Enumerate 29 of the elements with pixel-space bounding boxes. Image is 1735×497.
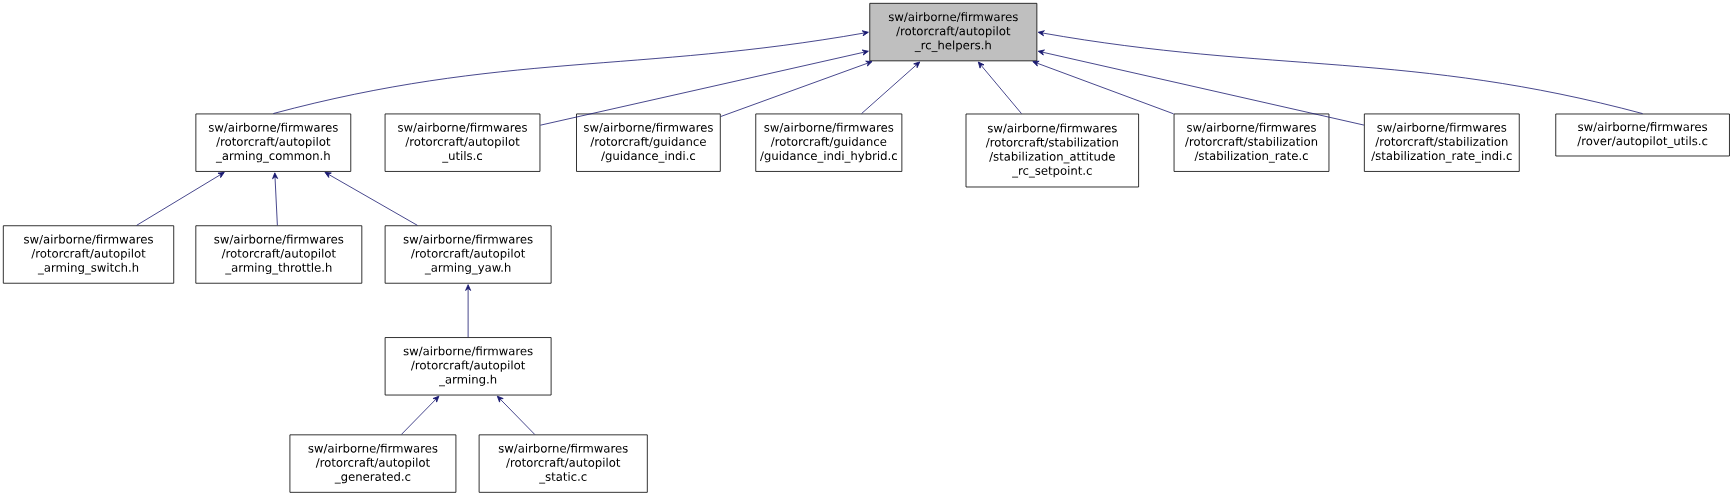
- arrow: [720, 60, 873, 117]
- file-box: sw/airborne/firmwares /rotorcraft/autopilot _generated.c: [289, 434, 457, 493]
- file-box: sw/airborne/firmwares /rotorcraft/guidance /guidance_indi.c: [576, 113, 721, 172]
- arrow: [1032, 60, 1175, 115]
- arrow: [324, 171, 418, 226]
- arrow: [136, 171, 225, 226]
- arrow: [977, 61, 1022, 114]
- file-box: sw/airborne/firmwares /rover/autopilot_utils.c: [1555, 113, 1730, 157]
- arrow: [861, 61, 921, 114]
- arrow: [539, 49, 869, 126]
- file-box: sw/airborne/firmwares /rotorcraft/autopilot _arming.h: [384, 337, 552, 396]
- file-box: sw/airborne/firmwares /rotorcraft/autopilot _arming_yaw.h: [384, 225, 552, 284]
- file-box: sw/airborne/firmwares /rotorcraft/autopilot _arming_common.h: [195, 113, 352, 172]
- arrow: [1037, 30, 1643, 114]
- file-box: sw/airborne/firmwares /rotorcraft/autopilot _utils.c: [384, 113, 541, 172]
- file-box: sw/airborne/firmwares /rotorcraft/stabilization /stabilization_attitude _rc_setpoint.c: [965, 113, 1139, 188]
- arrow: [465, 284, 472, 338]
- file-box: sw/airborne/firmwares /rotorcraft/autopilot _static.c: [478, 434, 648, 493]
- file-box: sw/airborne/firmwares /rotorcraft/stabilization /stabilization_rate.c: [1173, 113, 1330, 172]
- arrow: [272, 172, 279, 226]
- file-box: sw/airborne/firmwares /rotorcraft/autopilot _arming_switch.h: [2, 225, 175, 284]
- file-box: sw/airborne/firmwares /rotorcraft/stabilization /stabilization_rate_indi.c: [1363, 113, 1520, 172]
- arrow: [496, 395, 536, 435]
- arrow: [401, 395, 440, 435]
- arrow: [1037, 49, 1365, 126]
- file-box: sw/airborne/firmwares /rotorcraft/guidance /guidance_indi_hybrid.c: [755, 113, 903, 172]
- file-box: sw/airborne/firmwares /rotorcraft/autopilot _rc_helpers.h: [869, 2, 1038, 62]
- file-box: sw/airborne/firmwares /rotorcraft/autopilot _arming_throttle.h: [195, 225, 363, 284]
- arrow: [272, 30, 869, 114]
